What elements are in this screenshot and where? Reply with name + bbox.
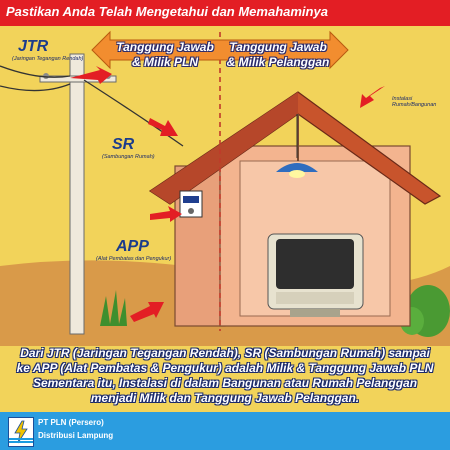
pln-ownership-label: Tanggung Jawab & Milik PLN (112, 40, 218, 70)
explanation-caption: Dari JTR (Jaringan Tegangan Rendah), SR … (12, 346, 438, 412)
caption-line-2: ke APP (Alat Pembatas & Pengukur) adalah… (16, 361, 434, 375)
caption-line-3: Sementara itu, Instalasi di dalam Bangun… (32, 376, 418, 390)
television (267, 233, 364, 317)
instalasi-label: Instalasi Rumah/Bangunan (392, 96, 436, 108)
ownership-arrow (91, 30, 349, 70)
lamp (276, 163, 318, 172)
caption-line-4: menjadi Milik dan Tanggung Jawab Pelangg… (90, 391, 360, 405)
arrow-jtr (70, 66, 112, 84)
customer-ownership-label: Tanggung Jawab & Milik Pelanggan (222, 40, 334, 70)
instalasi-line1: Instalasi (392, 96, 413, 102)
pln-ownership-line1: Tanggung Jawab (116, 40, 214, 54)
grass-left (100, 290, 127, 326)
arrow-ground (130, 302, 164, 322)
app-label: APP (116, 238, 149, 255)
pointer-arrows (70, 66, 385, 322)
sr-label: SR (112, 136, 135, 153)
app-meter (179, 190, 203, 218)
arrow-app (150, 206, 182, 222)
house-illustration (0, 26, 450, 346)
pln-logo-icon (8, 417, 34, 447)
arrow-instalasi (360, 86, 385, 108)
header-bar: Pastikan Anda Telah Mengetahui dan Memah… (0, 0, 450, 26)
house (148, 91, 442, 327)
sr-description: (Sambungan Rumah) (102, 154, 155, 160)
app-description: (Alat Pembatas dan Pengukur) (96, 256, 172, 262)
jtr-description: (Jaringan Tegangan Rendah) (12, 56, 84, 62)
jtr-label: JTR (18, 38, 49, 55)
customer-ownership-line2: & Milik Pelanggan (226, 55, 330, 69)
footer-branch: Distribusi Lampung (38, 431, 114, 440)
instalasi-line2: Rumah/Bangunan (392, 102, 437, 108)
footer-org: PT PLN (Persero) (38, 418, 104, 427)
pln-ownership-line2: & Milik PLN (131, 55, 198, 69)
caption-line-1: Dari JTR (Jaringan Tegangan Rendah), SR … (20, 346, 430, 360)
header-title: Pastikan Anda Telah Mengetahui dan Memah… (6, 4, 328, 19)
footer-bar: PT PLN (Persero) Distribusi Lampung (0, 412, 450, 450)
arrow-sr (148, 118, 178, 136)
customer-ownership-line1: Tanggung Jawab (229, 40, 327, 54)
